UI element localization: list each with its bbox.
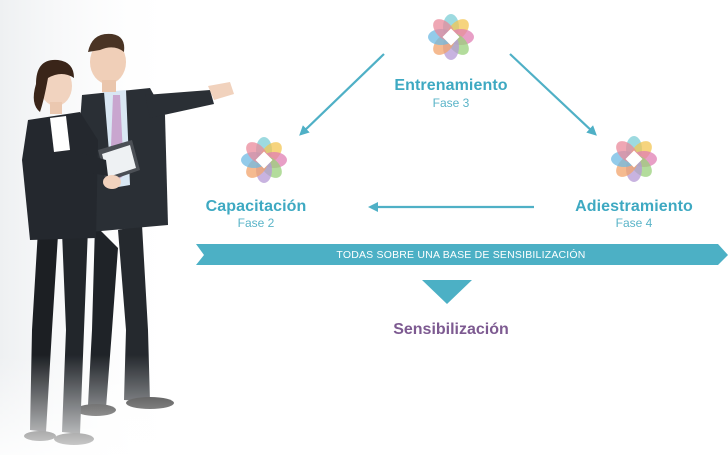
base-title-sensibilizacion: Sensibilización — [393, 321, 509, 338]
petal-knot-icon-left — [241, 137, 287, 183]
arrow-top-to-left — [299, 53, 385, 136]
arrow-top-to-right — [509, 53, 597, 136]
node-title-adiestramiento: Adiestramiento — [575, 198, 693, 215]
node-phase-3: Fase 3 — [432, 96, 470, 110]
petal-knot-icon-right — [611, 136, 657, 182]
node-phase-2: Fase 2 — [237, 216, 275, 230]
petal-knot-icon-top — [428, 14, 474, 60]
knot-center — [625, 150, 643, 168]
business-people-photo — [0, 0, 250, 455]
base-ribbon-text: TODAS SOBRE UNA BASE DE SENSIBILIZACIÓN — [336, 249, 586, 261]
base-ribbon — [196, 244, 728, 265]
node-phase-4: Fase 4 — [615, 216, 653, 230]
down-arrow-triangle — [422, 280, 472, 304]
node-title-entrenamiento: Entrenamiento — [394, 77, 508, 94]
node-title-capacitacion: Capacitación — [205, 198, 307, 215]
